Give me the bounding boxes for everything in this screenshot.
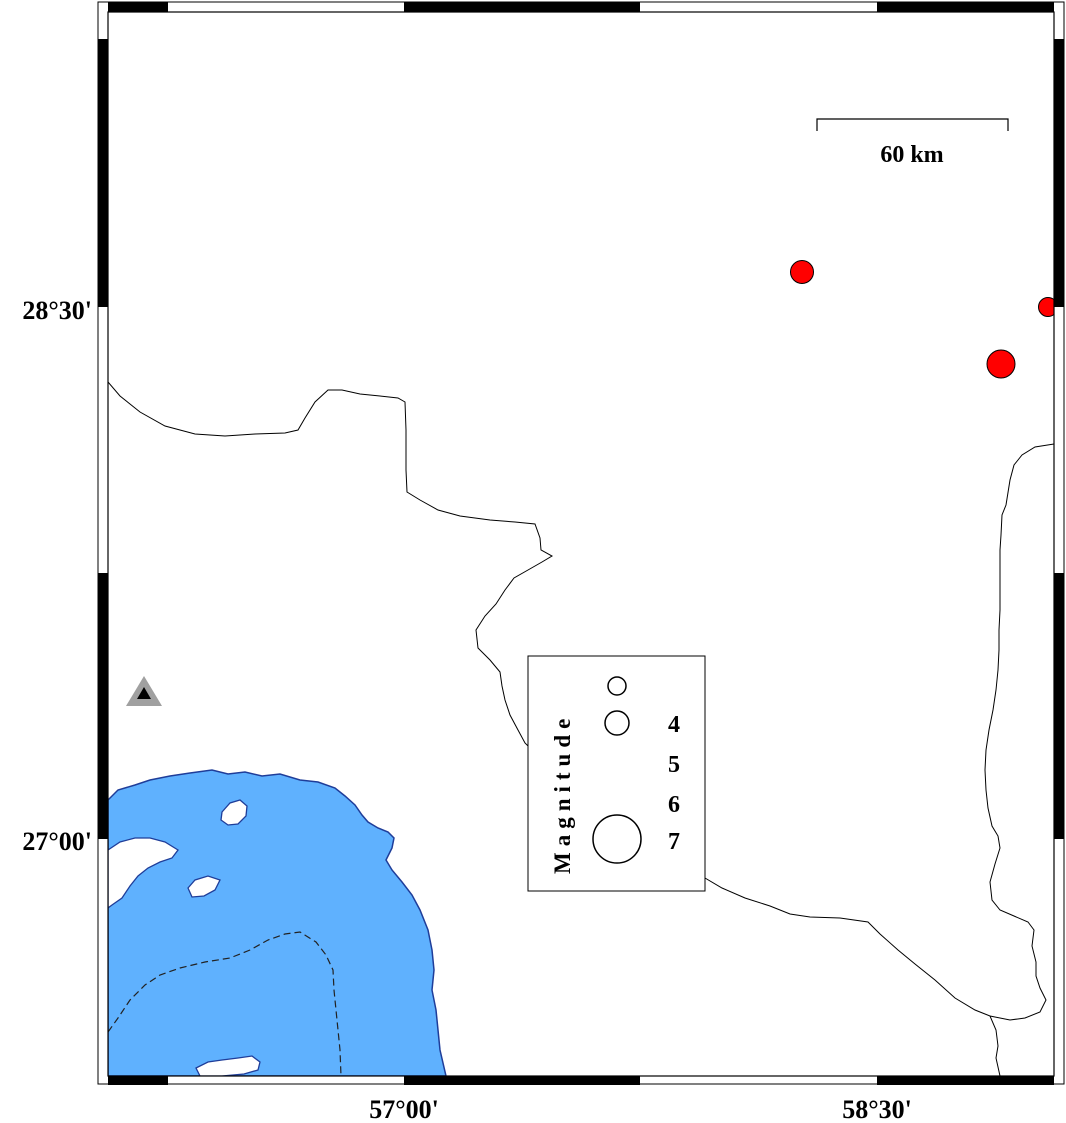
legend-title: Magnitude (550, 713, 575, 874)
sea-area (108, 769, 447, 1076)
scale-bar: 60 km (816, 118, 1009, 168)
island-1 (220, 799, 248, 826)
map-content (108, 12, 1054, 1076)
lon-label-58-30: 58°30' (842, 1095, 912, 1123)
province-border-2 (989, 1015, 1001, 1076)
earthquake-marker (986, 349, 1016, 379)
legend-entry: 4 (668, 712, 680, 738)
legend-circle-icon (592, 814, 642, 864)
station-triangle-icon (126, 676, 162, 706)
earthquake-marker (1038, 297, 1054, 317)
lat-label-27-00: 27°00' (22, 827, 92, 856)
land-peninsula (108, 837, 179, 909)
earthquake-marker (790, 260, 814, 284)
scale-bar-label: 60 km (880, 142, 943, 168)
island-2 (187, 875, 221, 898)
legend-entry: 6 (668, 792, 680, 818)
island-3 (195, 1055, 261, 1076)
legend-entry: 7 (668, 829, 680, 855)
map-frame (97, 1, 1065, 1085)
lon-label-57-00: 57°00' (369, 1095, 439, 1123)
province-border-1 (108, 381, 1054, 1021)
legend-entry: 5 (668, 752, 680, 778)
magnitude-legend: Magnitude 4 5 6 7 (527, 655, 706, 892)
legend-circle-icon (607, 676, 627, 696)
lat-label-28-30: 28°30' (22, 296, 92, 325)
legend-circle-icon (604, 710, 630, 736)
bathymetry-contour (108, 931, 342, 1076)
